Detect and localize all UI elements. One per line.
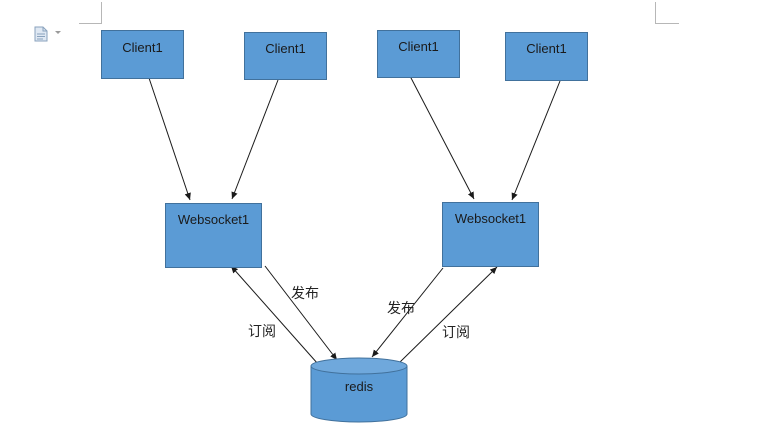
label-right-publish: 发布 [387,301,415,317]
websocket-node-label: Websocket1 [177,212,250,227]
label-left-publish: 发布 [291,286,319,302]
edge-left-publish [264,265,338,361]
crop-mark-top-right-vertical [655,2,656,24]
client-node-label: Client1 [122,40,163,55]
crop-mark-top-left-vertical [101,2,102,24]
edge-client3-ws-right [403,68,475,200]
edge-left-subscribe [230,265,319,365]
label-right-subscribe: 订阅 [442,325,470,341]
crop-mark-top-right-horizontal [655,23,679,24]
label-left-subscribe: 订阅 [248,324,276,340]
crop-mark-top-left-horizontal [79,23,102,24]
edge-client1-ws-left [143,70,191,201]
edge-client2-ws-left [231,72,284,200]
websocket-node-left: Websocket1 [165,203,262,268]
client-node-1: Client1 [101,30,184,79]
redis-database-node: redis [310,357,408,423]
client-node-label: Client1 [526,41,567,56]
client-node-3: Client1 [377,30,460,78]
websocket-node-label: Websocket1 [454,211,527,226]
client-node-4: Client1 [505,32,588,81]
dropdown-caret-icon[interactable] [55,31,61,34]
client-node-label: Client1 [398,39,439,54]
document-icon[interactable] [34,26,48,42]
client-node-2: Client1 [244,32,327,80]
client-node-label: Client1 [265,41,306,56]
redis-label: redis [345,379,374,394]
edge-right-publish [371,267,444,358]
websocket-node-right: Websocket1 [442,202,539,267]
edge-client4-ws-right [511,73,566,201]
edge-right-subscribe [398,266,498,364]
